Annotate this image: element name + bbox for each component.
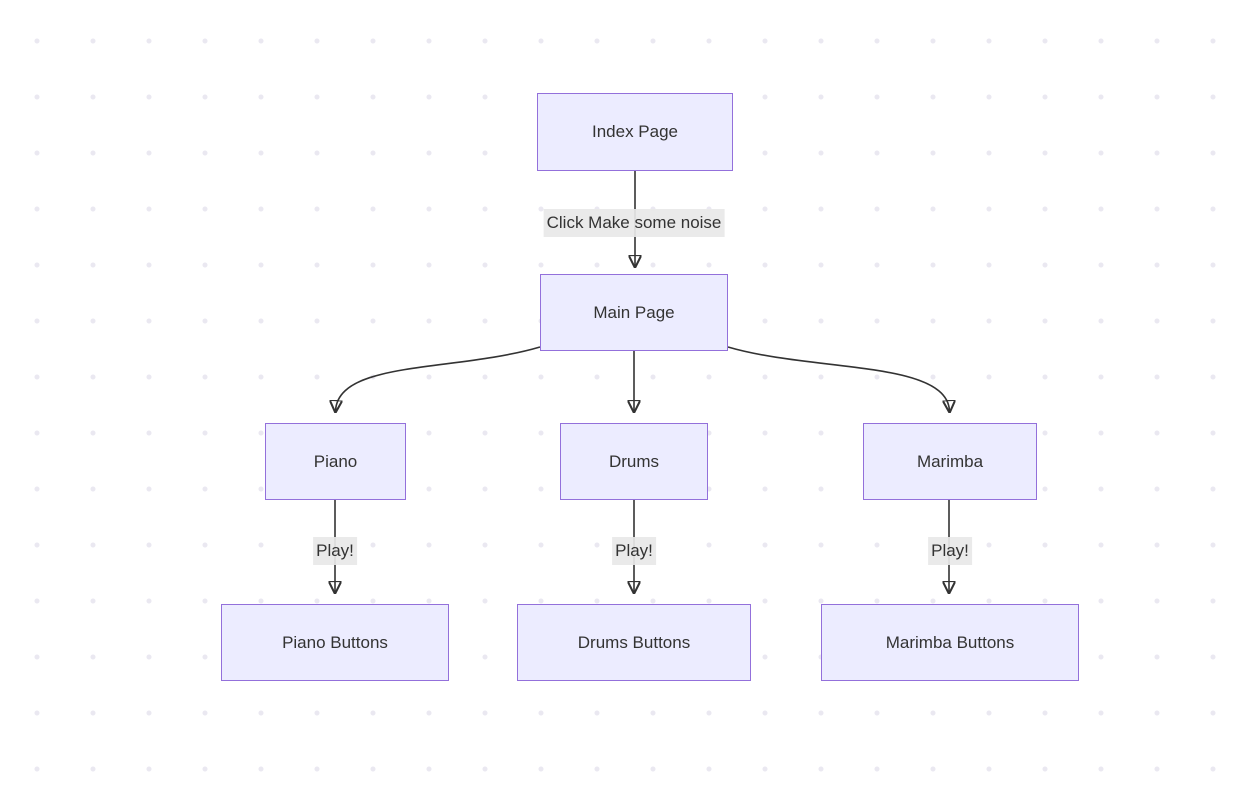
edge-label-drums-play: Play! [612, 537, 656, 565]
node-drums-buttons: Drums Buttons [517, 604, 751, 681]
node-index-page: Index Page [537, 93, 733, 171]
edge-main-to-piano [336, 346, 541, 411]
edge-main-to-marimba [727, 346, 950, 411]
edge-label-click-make-some-noise: Click Make some noise [543, 209, 725, 237]
node-main-page: Main Page [540, 274, 728, 351]
node-marimba: Marimba [863, 423, 1037, 500]
node-marimba-buttons: Marimba Buttons [821, 604, 1079, 681]
node-drums: Drums [560, 423, 708, 500]
node-piano: Piano [265, 423, 406, 500]
node-piano-buttons: Piano Buttons [221, 604, 449, 681]
edge-label-piano-play: Play! [313, 537, 357, 565]
edge-label-marimba-play: Play! [928, 537, 972, 565]
